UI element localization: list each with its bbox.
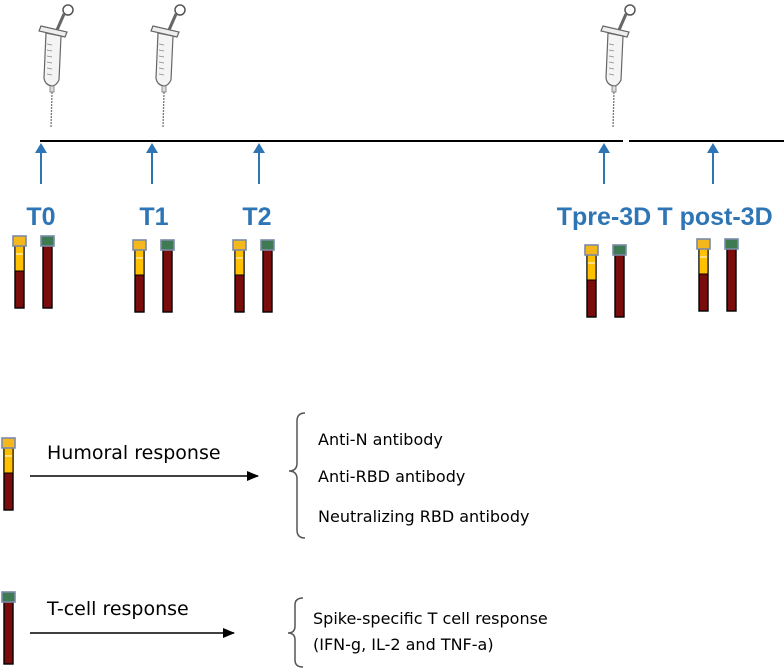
- legend-tcell: T-cell response Spike-specific T cell re…: [1, 591, 548, 668]
- tcell-tube-icon-tpre3d: [612, 244, 627, 318]
- arrow-up-icon-tpre3d: [598, 143, 610, 184]
- humoral-tube-icon-tpost3d: [696, 238, 711, 312]
- legend-humoral-item-anti-n: Anti-N antibody: [318, 430, 443, 449]
- syringes-layer: [38, 4, 636, 129]
- tcell-tube-icon-t2: [260, 239, 275, 313]
- legend-tcell-brace: [287, 597, 304, 668]
- humoral-tube-icon-tpre3d: [584, 244, 599, 318]
- tcell-tube-icon-t1: [160, 239, 175, 313]
- arrow-up-icon-t0: [35, 143, 47, 184]
- legend-humoral: Humoral response Anti-N antibody Anti-RB…: [1, 412, 529, 539]
- legend-tcell-tube: [1, 591, 16, 665]
- humoral-tube-icon-t2: [232, 239, 247, 313]
- blood-tubes-layer: [12, 235, 739, 318]
- legend-tcell-item-cytokines: (IFN-g, IL-2 and TNF-a): [313, 635, 494, 654]
- tcell-tube-icon-tpost3d: [724, 238, 739, 312]
- legend-humoral-tube-icon: [1, 437, 16, 511]
- tcell-tube-icon-t0: [40, 235, 55, 309]
- legend-tcell-tube-icon: [1, 591, 16, 665]
- humoral-tube-icon-t1: [132, 239, 147, 313]
- timepoint-label-t1: T1: [139, 203, 168, 231]
- arrow-up-icon-t2: [253, 143, 265, 184]
- timepoint-labels-layer: T0 T1 T2 Tpre-3D T post-3D: [26, 203, 772, 231]
- syringe-icon-t0: [38, 4, 74, 129]
- legend-tcell-label: T-cell response: [46, 598, 189, 620]
- legend-humoral-item-neutralizing: Neutralizing RBD antibody: [318, 507, 529, 526]
- legend-tcell-item-spike: Spike-specific T cell response: [313, 609, 548, 628]
- syringe-icon-tpre3d: [600, 4, 636, 129]
- legend-humoral-item-anti-rbd: Anti-RBD antibody: [318, 467, 465, 486]
- legend-humoral-brace: [288, 412, 306, 539]
- legend-humoral-label: Humoral response: [47, 442, 221, 464]
- legend-humoral-tube: [1, 437, 16, 511]
- timepoint-arrows-layer: [35, 143, 719, 184]
- arrow-up-icon-tpost3d: [707, 143, 719, 184]
- humoral-tube-icon-t0: [12, 235, 27, 309]
- timepoint-label-t0: T0: [26, 203, 55, 231]
- arrow-up-icon-t1: [146, 143, 158, 184]
- syringe-icon-t1: [150, 4, 186, 129]
- timepoint-label-tpre3d: Tpre-3D: [557, 203, 651, 231]
- timepoint-label-t2: T2: [242, 203, 271, 231]
- timepoint-label-tpost3d: T post-3D: [657, 203, 772, 231]
